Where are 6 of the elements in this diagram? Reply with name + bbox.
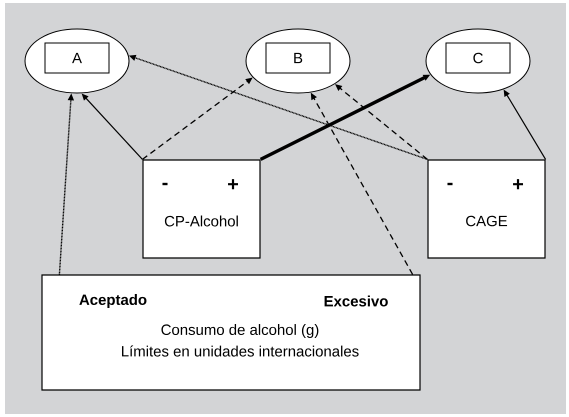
letter-box: A [44,42,110,74]
scale-box: Aceptado Excesivo Consumo de alcohol (g) Límites en unidades internacionales [41,274,421,391]
questionnaire-box: - + CAGE [427,159,546,259]
questionnaire-box: - + CP-Alcohol [142,159,261,259]
letter-box: B [266,42,330,74]
letter-box: C [446,42,510,74]
